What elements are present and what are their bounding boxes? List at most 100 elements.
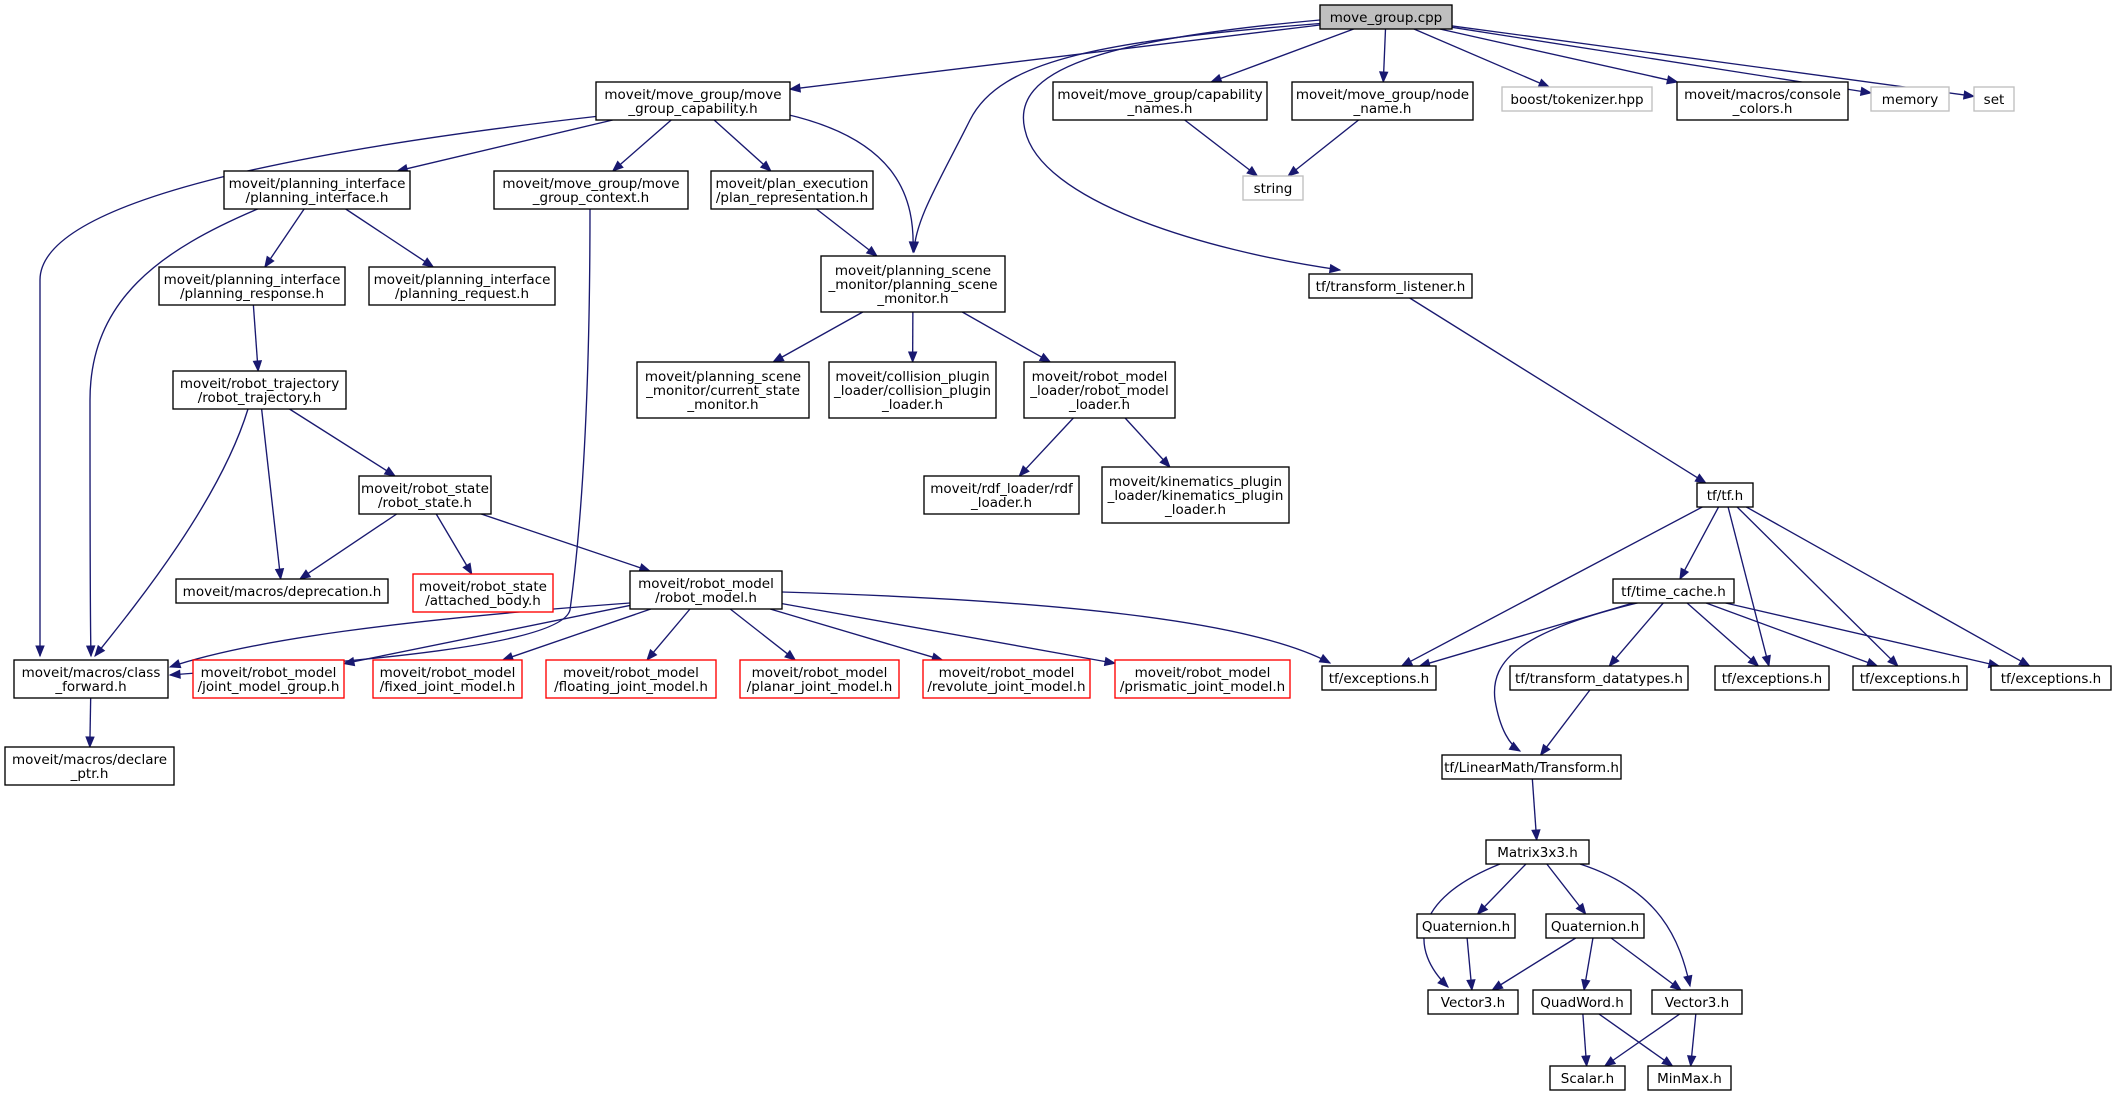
- node-linearmath_transform_h[interactable]: tf/LinearMath/Transform.h: [1441, 754, 1622, 780]
- node-tf_exceptions_3[interactable]: tf/exceptions.h: [1852, 665, 1968, 691]
- node-box: [1973, 86, 2015, 112]
- node-collision_plugin_loader_h[interactable]: moveit/collision_plugin_loader/collision…: [828, 361, 997, 419]
- edge-robot_state_h-to-robot_model_h: [480, 513, 652, 573]
- node-plan_representation_h[interactable]: moveit/plan_execution/plan_representatio…: [710, 170, 874, 210]
- node-label-line: moveit/plan_execution: [716, 176, 869, 192]
- node-box: [1023, 361, 1176, 419]
- node-transform_datatypes_h[interactable]: tf/transform_datatypes.h: [1509, 665, 1689, 691]
- node-set: set: [1973, 86, 2015, 112]
- node-deprecation_h[interactable]: moveit/macros/deprecation.h: [175, 578, 389, 604]
- edge-transform_datatypes_h-to-linearmath_transform_h: [1539, 689, 1591, 757]
- node-robot_model_h[interactable]: moveit/robot_model/robot_model.h: [629, 570, 783, 610]
- node-box: [636, 361, 810, 419]
- node-box: [629, 570, 783, 610]
- node-vector3_h_2[interactable]: Vector3.h: [1651, 989, 1743, 1015]
- node-tf_exceptions_4[interactable]: tf/exceptions.h: [1990, 665, 2112, 691]
- node-time_cache_h[interactable]: tf/time_cache.h: [1612, 578, 1735, 604]
- edge-time_cache_h-to-linearmath_transform_h: [1493, 599, 1651, 752]
- node-label-line: _loader.h: [881, 397, 943, 413]
- node-box: [223, 170, 411, 210]
- node-console_colors_h[interactable]: moveit/macros/console_colors.h: [1676, 81, 1849, 121]
- node-label-line: moveit/move_group/move: [502, 176, 679, 192]
- node-box: [739, 659, 900, 699]
- node-move_group_capability_h[interactable]: moveit/move_group/move_group_capability.…: [595, 81, 791, 121]
- node-label-line: /revolute_joint_model.h: [927, 679, 1085, 695]
- edges-layer: [35, 19, 2031, 1068]
- node-quadword_h[interactable]: QuadWord.h: [1532, 989, 1632, 1015]
- node-box: [192, 659, 345, 699]
- node-move_group_context_h[interactable]: moveit/move_group/move_group_context.h: [493, 170, 689, 210]
- node-box: [1319, 4, 1453, 30]
- node-box: [493, 170, 689, 210]
- node-declare_ptr_h[interactable]: moveit/macros/declare_ptr.h: [4, 746, 175, 786]
- edge-matrix3x3_h-to-vector3_h_2: [1579, 863, 1693, 988]
- node-box: [1291, 81, 1474, 121]
- node-label-line: _forward.h: [54, 679, 126, 695]
- node-box: [820, 255, 1006, 313]
- node-attached_body_h[interactable]: moveit/robot_state/attached_body.h: [412, 573, 554, 613]
- edge-robot_state_h-to-attached_body_h: [435, 513, 473, 576]
- node-fixed_joint_model_h[interactable]: moveit/robot_model/fixed_joint_model.h: [372, 659, 523, 699]
- node-label-line: moveit/robot_state: [419, 579, 547, 595]
- node-tf_exceptions_1[interactable]: tf/exceptions.h: [1321, 665, 1437, 691]
- node-planning_response_h[interactable]: moveit/planning_interface/planning_respo…: [158, 266, 346, 306]
- node-move_group_cpp[interactable]: move_group.cpp: [1319, 4, 1453, 30]
- node-class_forward_h[interactable]: moveit/macros/class_forward.h: [13, 659, 169, 699]
- edge-quaternion_h_1-to-vector3_h_1: [1466, 937, 1476, 992]
- edge-robot_model_h-to-prismatic_joint_model_h: [781, 602, 1117, 667]
- node-robot_state_h[interactable]: moveit/robot_state/robot_state.h: [358, 475, 492, 515]
- node-scalar_h[interactable]: Scalar.h: [1549, 1065, 1626, 1091]
- node-box: [1052, 81, 1268, 121]
- node-minmax_h[interactable]: MinMax.h: [1647, 1065, 1732, 1091]
- node-robot_trajectory_h[interactable]: moveit/robot_trajectory/robot_trajectory…: [172, 370, 347, 410]
- node-label-line: tf/exceptions.h: [1722, 671, 1822, 687]
- edge-matrix3x3_h-to-quaternion_h_1: [1476, 863, 1527, 915]
- node-label-line: /plan_representation.h: [716, 190, 868, 206]
- node-vector3_h_1[interactable]: Vector3.h: [1427, 989, 1519, 1015]
- node-robot_model_loader_h[interactable]: moveit/robot_model_loader/robot_model_lo…: [1023, 361, 1176, 419]
- edge-tf_h-to-tf_exceptions_4: [1746, 506, 2031, 667]
- node-label-line: _loader.h: [970, 495, 1032, 511]
- node-label-line: MinMax.h: [1657, 1071, 1722, 1087]
- node-capability_names_h[interactable]: moveit/move_group/capability_names.h: [1052, 81, 1268, 121]
- node-label-line: moveit/macros/deprecation.h: [183, 584, 382, 600]
- node-box: [1696, 482, 1754, 508]
- node-label-line: moveit/robot_model: [752, 665, 888, 681]
- node-box: [412, 573, 554, 613]
- node-box: [1501, 86, 1653, 112]
- node-planning_interface_h[interactable]: moveit/planning_interface/planning_inter…: [223, 170, 411, 210]
- node-label-line: tf/LinearMath/Transform.h: [1444, 760, 1619, 776]
- node-label-line: Vector3.h: [1665, 995, 1729, 1011]
- node-label-line: moveit/robot_model: [563, 665, 699, 681]
- node-node_name_h[interactable]: moveit/move_group/node_name.h: [1291, 81, 1474, 121]
- node-box: [1549, 1065, 1626, 1091]
- node-label-line: moveit/planning_scene: [835, 263, 991, 279]
- node-label-line: moveit/collision_plugin: [835, 369, 989, 385]
- node-prismatic_joint_model_h[interactable]: moveit/robot_model/prismatic_joint_model…: [1114, 659, 1291, 699]
- node-box: [1532, 989, 1632, 1015]
- edge-node_name_h-to-string: [1287, 119, 1360, 177]
- node-label-line: Scalar.h: [1561, 1071, 1614, 1087]
- node-revolute_joint_model_h[interactable]: moveit/robot_model/revolute_joint_model.…: [922, 659, 1091, 699]
- node-floating_joint_model_h[interactable]: moveit/robot_model/floating_joint_model.…: [545, 659, 717, 699]
- node-joint_model_group_h[interactable]: moveit/robot_model/joint_model_group.h: [192, 659, 345, 699]
- node-rdf_loader_h[interactable]: moveit/rdf_loader/rdf_loader.h: [923, 475, 1080, 515]
- node-quaternion_h_1[interactable]: Quaternion.h: [1416, 913, 1516, 939]
- edge-quaternion_h_2-to-vector3_h_1: [1491, 937, 1577, 991]
- node-box: [1308, 273, 1473, 299]
- node-box: [1321, 665, 1437, 691]
- node-planar_joint_model_h[interactable]: moveit/robot_model/planar_joint_model.h: [739, 659, 900, 699]
- node-box: [1612, 578, 1735, 604]
- node-kinematics_plugin_loader_h[interactable]: moveit/kinematics_plugin_loader/kinemati…: [1101, 466, 1290, 524]
- node-tf_h[interactable]: tf/tf.h: [1696, 482, 1754, 508]
- node-quaternion_h_2[interactable]: Quaternion.h: [1545, 913, 1645, 939]
- node-label-line: _monitor/current_state: [645, 383, 800, 399]
- node-label-line: /joint_model_group.h: [198, 679, 340, 695]
- node-current_state_monitor_h[interactable]: moveit/planning_scene_monitor/current_st…: [636, 361, 810, 419]
- node-matrix3x3_h[interactable]: Matrix3x3.h: [1485, 839, 1590, 865]
- node-planning_scene_monitor_h[interactable]: moveit/planning_scene_monitor/planning_s…: [820, 255, 1006, 313]
- edge-vector3_h_2-to-scalar_h: [1603, 1013, 1681, 1067]
- node-planning_request_h[interactable]: moveit/planning_interface/planning_reque…: [368, 266, 556, 306]
- node-tf_exceptions_2[interactable]: tf/exceptions.h: [1714, 665, 1830, 691]
- node-transform_listener_h[interactable]: tf/transform_listener.h: [1308, 273, 1473, 299]
